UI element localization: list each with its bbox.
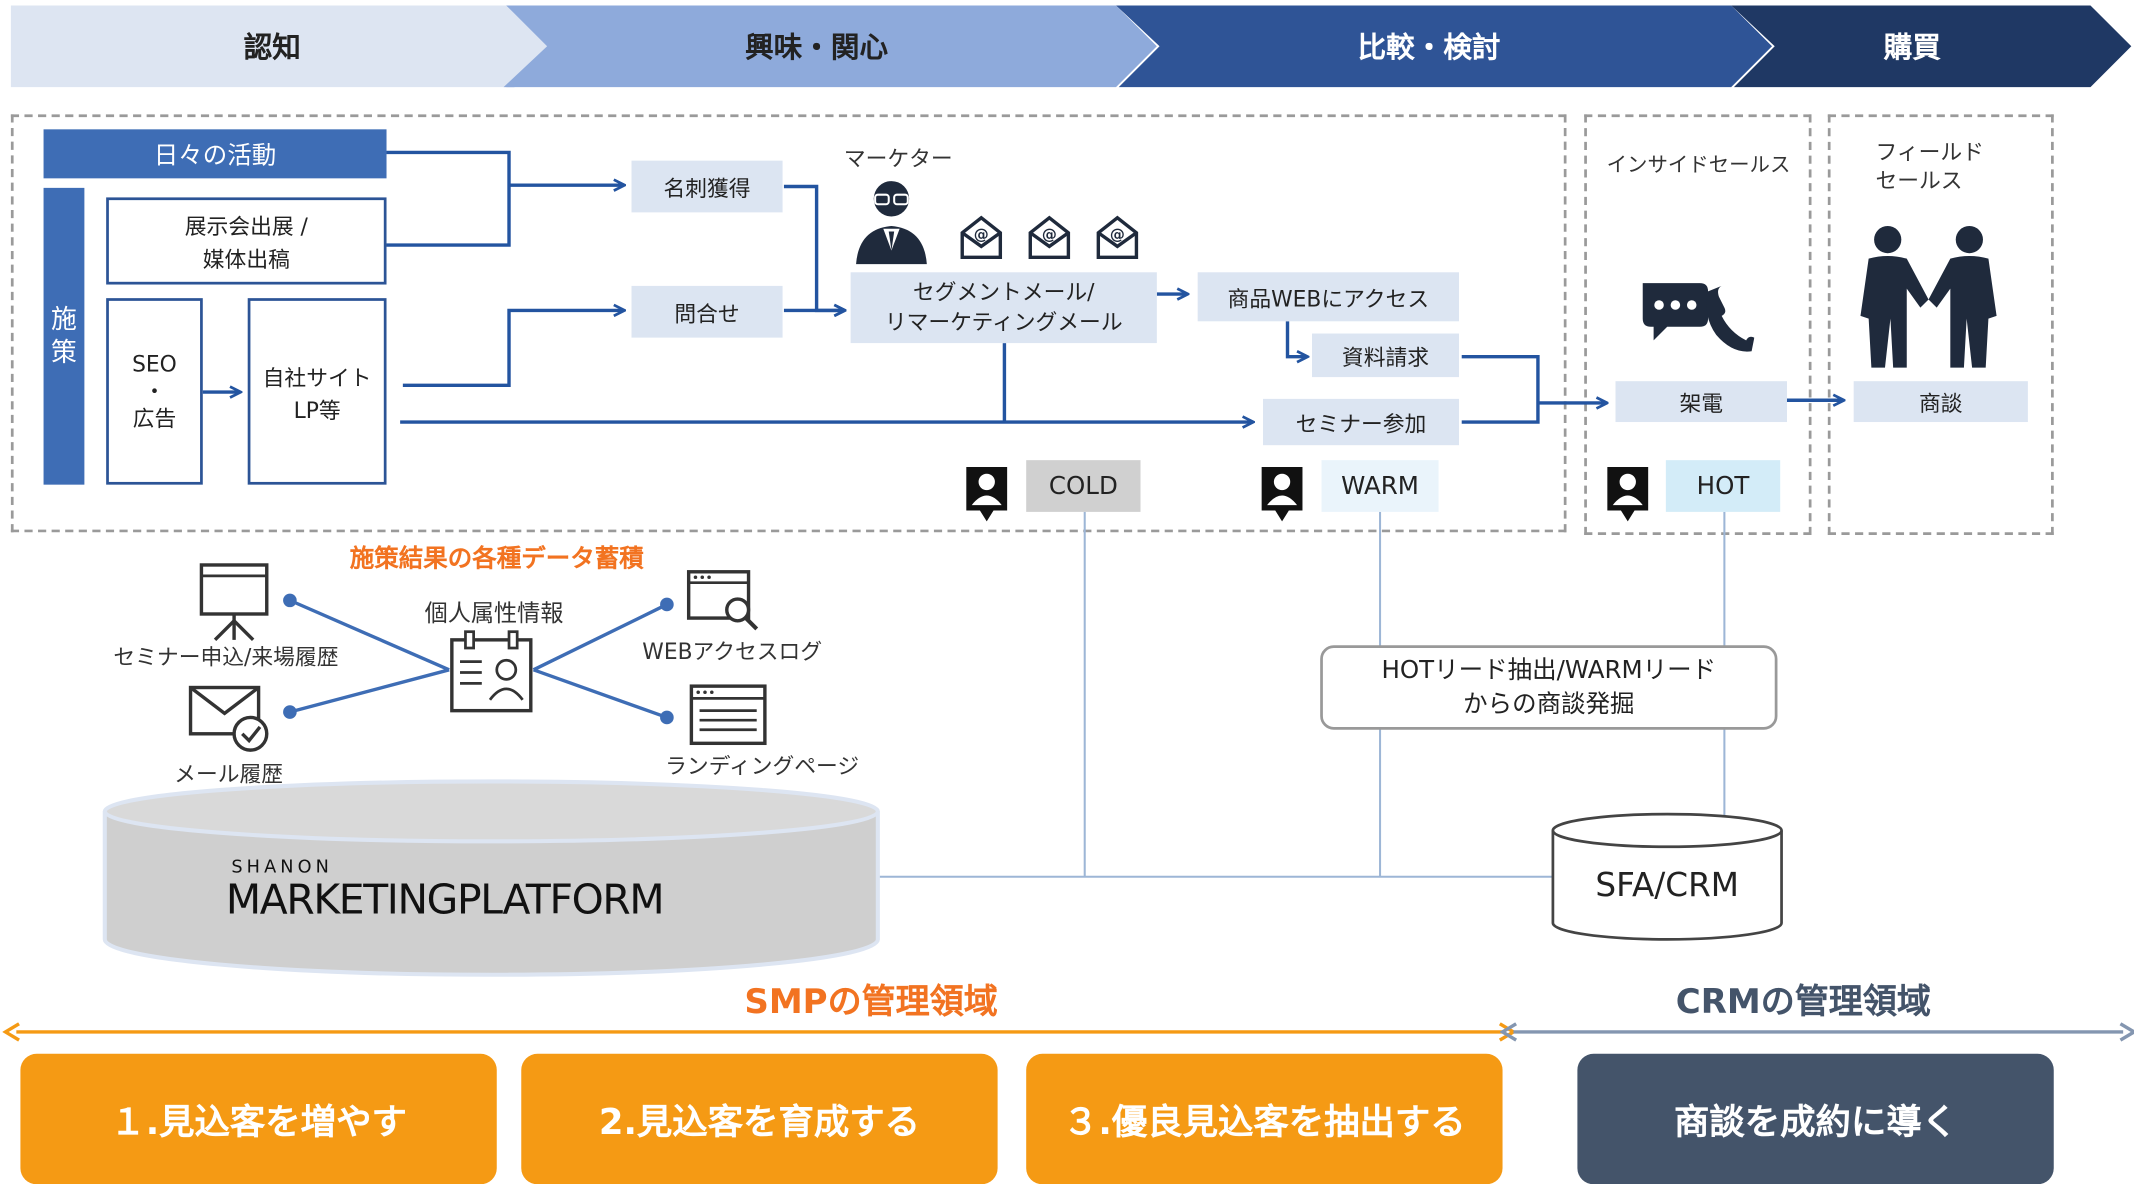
inside-sales-frame (1584, 114, 1812, 536)
sfa-crm-cylinder (1551, 812, 1783, 941)
stage-arrows (10, 5, 2132, 88)
mail-check-icon (188, 685, 269, 752)
field-sales-label: フィールド セールス (1875, 138, 1984, 194)
hot-tag: HOT (1665, 460, 1781, 512)
step-4-pill: 商談を成約に導く (1577, 1053, 2054, 1184)
site-box: 自社サイト LP等 (247, 298, 387, 485)
link-web-log (532, 602, 668, 672)
presentation-board-icon (199, 563, 269, 642)
meishi-box: 名刺獲得 (631, 160, 783, 213)
handshake-icon (1860, 225, 1997, 368)
cold-tag: COLD (1026, 460, 1141, 512)
link-landing (532, 668, 668, 720)
shiryo-box: 資料請求 (1312, 333, 1459, 378)
flow-meishi-to-segment (783, 184, 844, 311)
stage-arrow-purchase (1731, 5, 2132, 88)
marketer-label: マーケター (843, 145, 953, 172)
id-card-icon (450, 630, 533, 713)
stage-arrow-interest (81, 5, 1157, 88)
web-access-box: 商品WEBにアクセス (1197, 272, 1459, 322)
landing-page-label: ランディングページ (665, 752, 860, 779)
daily-activity-box: 日々の活動 (43, 129, 387, 179)
inside-sales-label: インサイドセールス (1606, 151, 1791, 177)
phone-chat-icon (1642, 283, 1755, 352)
seminar-history-label: セミナー申込/来場履歴 (113, 643, 339, 670)
smp-area-label: SMPの管理領域 (744, 981, 998, 1022)
hot-extract-box: HOTリード抽出/WARMリード からの商談発掘 (1320, 645, 1778, 730)
stage-label-awareness: 認知 (243, 31, 301, 64)
person-tag-icon-cold (966, 466, 1008, 522)
web-log-label: WEBアクセスログ (642, 638, 823, 665)
flow-daily-tenji-to-meishi (386, 150, 624, 247)
segment-mail-box: セグメントメール/ リマーケティングメール (850, 272, 1157, 344)
svg-text:@: @ (974, 226, 989, 244)
step-2-pill: 2.見込客を育成する (521, 1053, 998, 1184)
smp-database-cylinder (102, 779, 880, 977)
mail-at-icon-3: @ (1096, 215, 1139, 260)
crm-area-label: CRMの管理領域 (1675, 981, 1931, 1022)
step-3-pill: ３.優良見込客を抽出する (1026, 1053, 1503, 1184)
svg-text:@: @ (1110, 226, 1125, 244)
step-1-pill: １.見込客を増やす (20, 1053, 497, 1184)
svg-text:@: @ (1042, 226, 1057, 244)
shodan-box: 商談 (1853, 381, 2028, 423)
businessman-icon (856, 181, 927, 265)
browser-search-icon (686, 570, 759, 631)
tenji-box: 展示会出展 / 媒体出稿 (106, 197, 387, 285)
seo-box: SEO ・ 広告 (106, 298, 203, 485)
smp-logo-small: SHANON (231, 857, 333, 879)
kaden-box: 架電 (1615, 381, 1787, 423)
mail-at-icon: @ (960, 215, 1003, 260)
stage-label-purchase: 購買 (1883, 31, 1941, 64)
toiawase-box: 問合せ (631, 285, 783, 338)
personal-info-label: 個人属性情報 (424, 599, 564, 627)
link-seminar-hist (289, 598, 450, 672)
browser-document-icon (689, 684, 767, 746)
flow-web-to-shiryo (1285, 321, 1307, 356)
seminar-box: セミナー参加 (1263, 398, 1459, 446)
sfa-crm-label: SFA/CRM (1595, 865, 1739, 904)
mail-at-icon-2: @ (1028, 215, 1071, 260)
field-sales-frame (1827, 114, 2054, 536)
mail-history-label: メール履歴 (174, 761, 284, 787)
smp-logo-large: MARKETINGPLATFORM (225, 876, 665, 925)
data-section-title: 施策結果の各種データ蓄積 (349, 544, 644, 574)
warm-tag: WARM (1321, 460, 1439, 512)
marketing-area-frame (10, 114, 1567, 533)
person-tag-icon-hot (1607, 466, 1649, 522)
stage-arrow-compare (1116, 5, 1773, 88)
stage-arrow-awareness (10, 5, 553, 88)
person-tag-icon-warm (1261, 466, 1303, 522)
stage-label-interest: 興味・関心 (745, 31, 889, 64)
flow-toiawase (402, 310, 623, 387)
flow-to-kaden (1461, 354, 1606, 424)
link-mail-hist (289, 668, 450, 714)
stage-label-compare: 比較・検討 (1357, 31, 1501, 64)
shisaku-label: 施 策 (43, 187, 85, 485)
